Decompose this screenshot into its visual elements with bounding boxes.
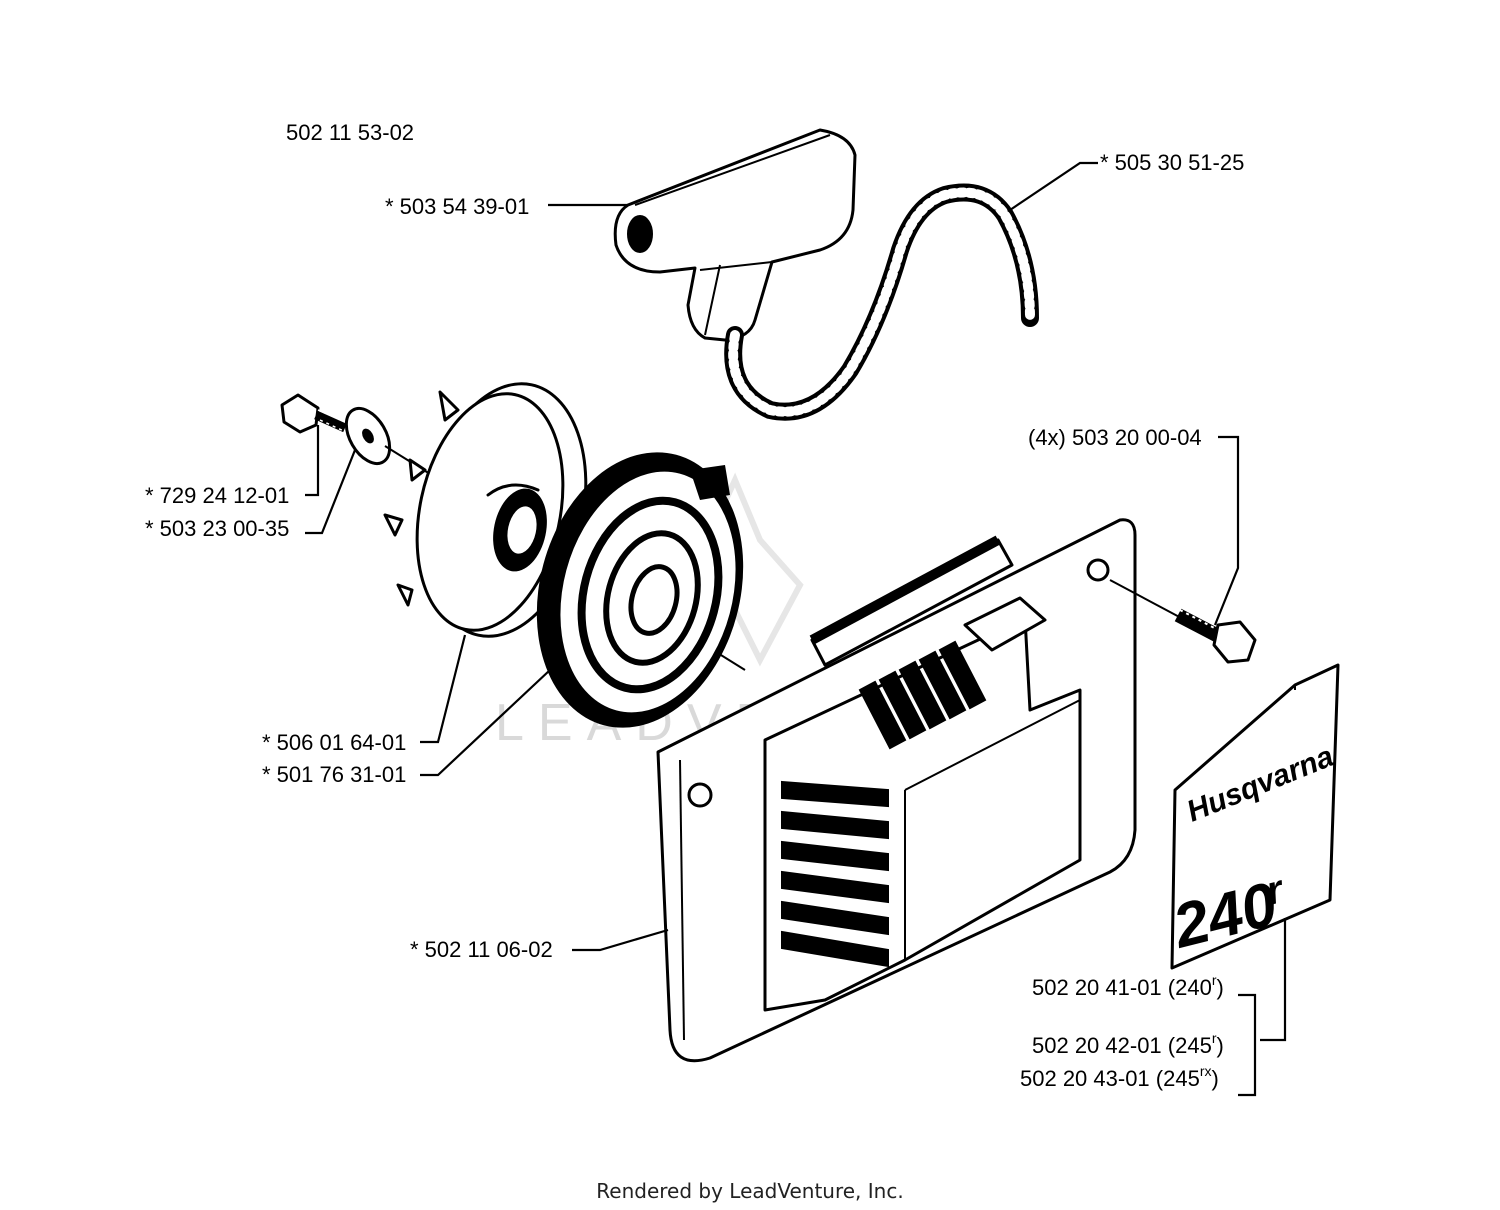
label-washer: * 503 23 00-35 [145,516,289,541]
label-decal-245rx: 502 20 43-01 (245rx) [1020,1063,1219,1091]
decal-drawing: Husqvarna 240 r [1166,663,1340,970]
bolt-drawing [1109,579,1257,664]
label-bolts: (4x) 503 20 00-04 [1028,425,1202,450]
starter-rope-drawing [724,183,1039,421]
label-cover: * 502 11 06-02 [410,937,553,962]
starter-handle-drawing [613,128,857,342]
cover-vent-slots-side [781,780,889,968]
starter-cover-drawing [656,518,1137,1063]
label-handle: * 503 54 39-01 [385,194,529,219]
cover-vent-slots-top [858,640,987,750]
label-decal-240r: 502 20 41-01 (240r) [1032,972,1224,1000]
leader-lines [305,161,1287,1097]
screw-drawing [280,393,349,434]
washer-drawing [344,407,392,465]
label-screw: * 729 24 12-01 [145,483,289,508]
label-spring: * 501 76 31-01 [262,762,406,787]
label-rope: * 505 30 51-25 [1100,150,1244,175]
footer-credit: Rendered by LeadVenture, Inc. [596,1179,903,1203]
label-pulley: * 506 01 64-01 [262,730,406,755]
label-assembly: 502 11 53-02 [286,120,414,145]
label-decal-245r: 502 20 42-01 (245r) [1032,1030,1224,1058]
recoil-spring-drawing [536,452,744,728]
